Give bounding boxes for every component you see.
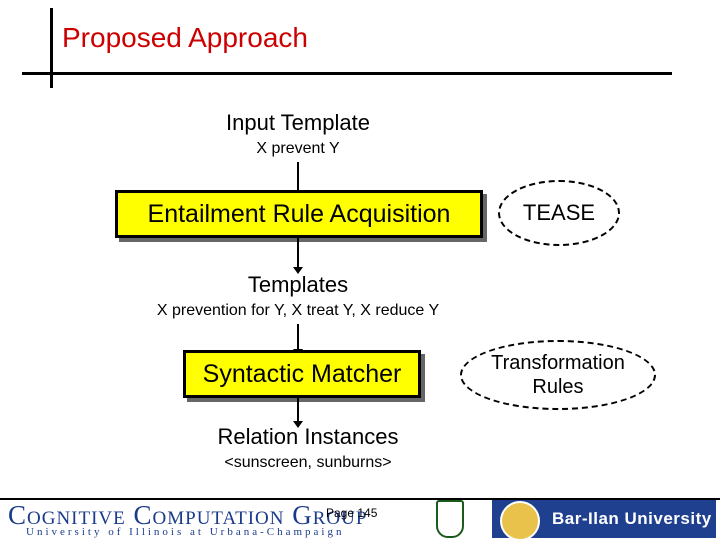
templates-label: Templates <box>247 272 349 297</box>
footer-rule <box>0 498 720 500</box>
relation-instances-label: Relation Instances <box>217 424 399 449</box>
uiuc-subtitle: University of Illinois at Urbana-Champai… <box>26 526 345 538</box>
input-template-label: Input Template <box>226 110 370 135</box>
matcher-box-label: Syntactic Matcher <box>202 359 402 388</box>
title-horizontal-rule <box>22 72 672 75</box>
title-vertical-rule <box>50 8 53 88</box>
arrow-acquisition-to-templates <box>293 236 303 274</box>
matcher-box: Syntactic Matcher <box>183 350 421 398</box>
templates-example: X prevention for Y, X treat Y, X reduce … <box>156 302 440 319</box>
transformation-rules-line1: Transformation <box>491 352 625 374</box>
slide-title: Proposed Approach <box>62 22 308 53</box>
transformation-rules-ellipse: Transformation Rules <box>460 340 656 410</box>
cognitive-computation-group-logo: Cognitive Computation Group <box>8 500 368 530</box>
acquisition-box-label: Entailment Rule Acquisition <box>147 199 451 228</box>
tease-ellipse: TEASE <box>498 180 620 246</box>
arrow-templates-to-matcher <box>293 324 303 356</box>
relation-instances-example: <sunscreen, sunburns> <box>224 454 392 471</box>
arrow-input-to-acquisition <box>293 162 303 198</box>
transformation-rules-line2: Rules <box>532 376 584 398</box>
bar-ilan-university-label: Bar-Ilan University <box>552 509 712 528</box>
input-template-example: X prevent Y <box>256 140 340 157</box>
tease-label: TEASE <box>522 200 596 225</box>
arrow-matcher-to-relations <box>293 396 303 428</box>
acquisition-box: Entailment Rule Acquisition <box>115 190 483 238</box>
shield-logo-icon <box>436 500 464 538</box>
page-number: Page 145 <box>326 506 378 520</box>
bar-ilan-emblem-icon <box>500 501 540 541</box>
